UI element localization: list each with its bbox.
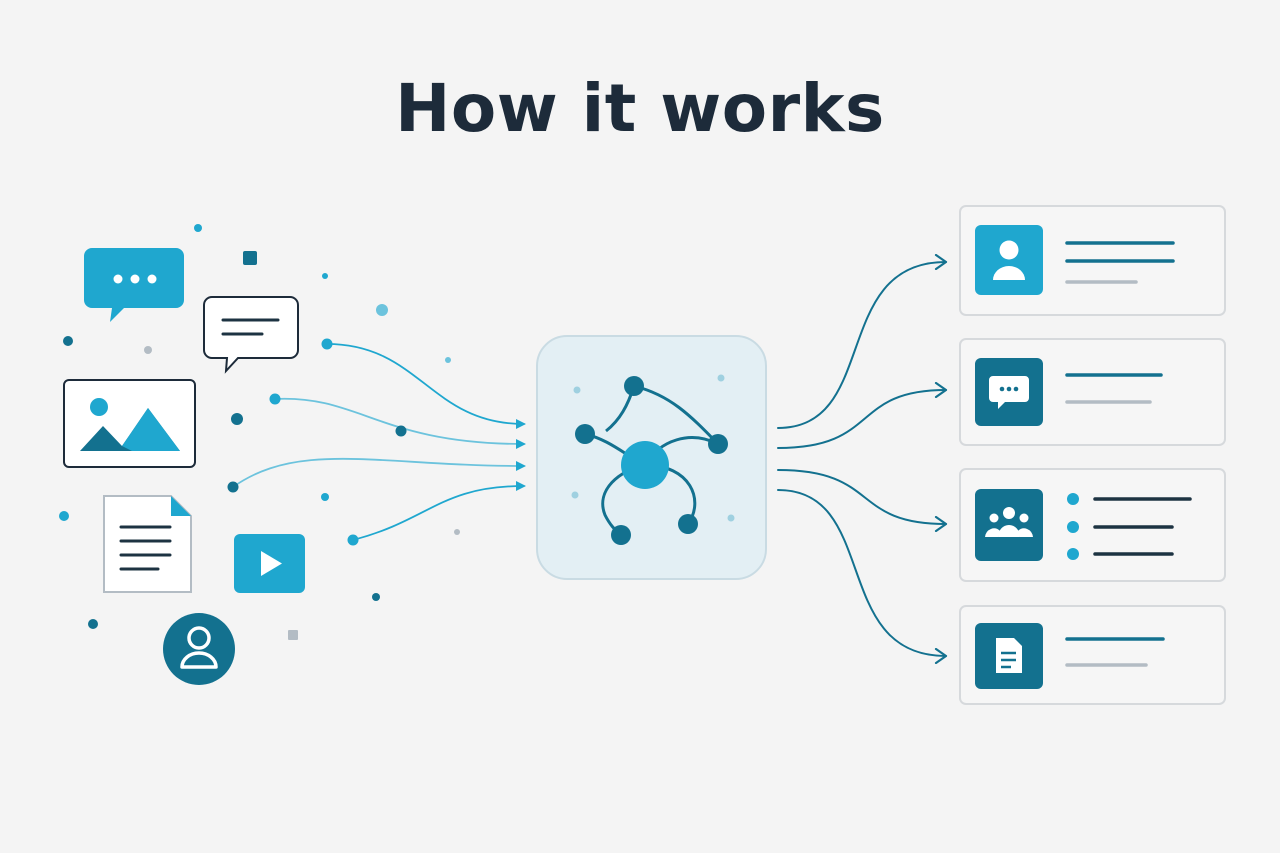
output-card-profile [959,205,1226,316]
page-title: How it works [395,70,885,147]
image-icon [63,379,196,468]
user-avatar-icon [163,613,235,685]
document-icon [103,495,192,593]
output-card-chat [959,338,1226,446]
user-profile-icon [975,225,1043,295]
scatter-dots [59,224,460,640]
network-graph-icon [575,376,728,545]
output-flow-lines [777,262,946,656]
chat-bubble-icon [975,358,1043,426]
message-icon [203,296,299,374]
output-card-document [959,605,1226,705]
chat-bubble-icon [84,248,184,322]
output-card-team [959,468,1226,582]
team-icon [975,489,1043,561]
input-flow-dots [227,338,407,546]
video-play-icon [234,534,305,593]
input-flow-lines [232,343,526,541]
document-icon [975,623,1043,689]
